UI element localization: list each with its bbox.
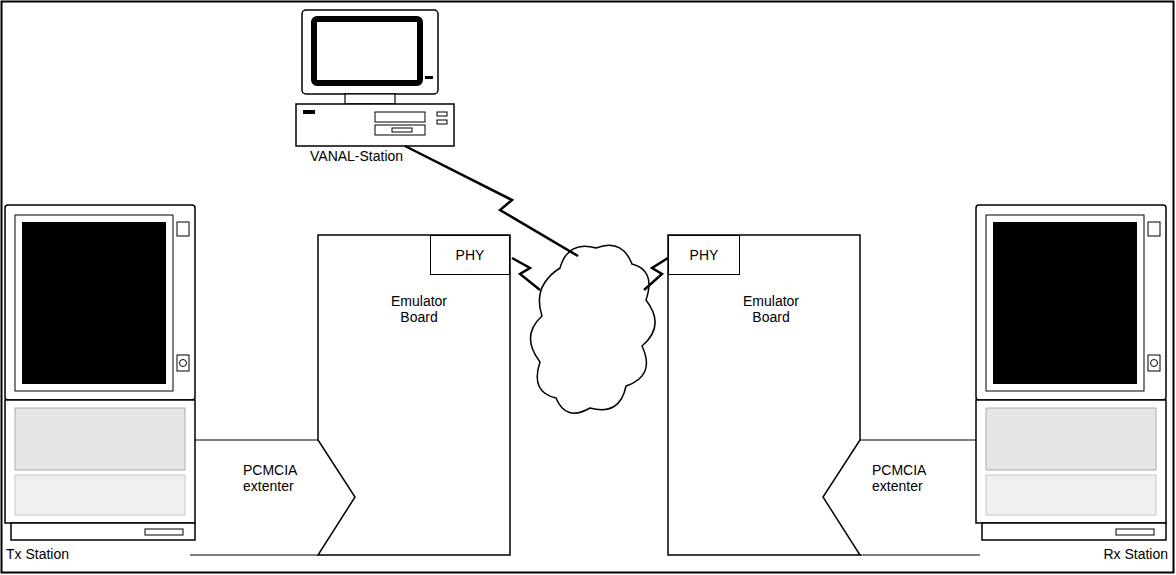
laptop-part — [986, 215, 1144, 391]
emulator-board: Emulator Board PHY — [318, 235, 510, 555]
laptop — [976, 205, 1166, 540]
laptop-part — [177, 355, 189, 371]
laptop-part — [5, 400, 195, 523]
laptop-part — [993, 222, 1137, 384]
connector-label: PCMCIA extenter — [243, 462, 305, 494]
phy-box: PHY — [430, 235, 510, 275]
laptop-part — [976, 205, 1166, 400]
laptop-part — [5, 205, 195, 400]
station-label: Rx Station — [1103, 546, 1168, 562]
laptop-part — [177, 222, 189, 236]
station-label: Tx Station — [6, 546, 69, 562]
laptop-part — [15, 408, 185, 470]
station-label: VANAL-Station — [310, 148, 403, 164]
laptop-part — [982, 523, 1166, 540]
laptop-part — [976, 400, 1166, 523]
laptop-part — [22, 222, 166, 384]
emulator-board: Emulator Board PHY — [668, 235, 860, 555]
laptop-part — [145, 529, 183, 535]
pcmcia-extender — [190, 440, 980, 555]
connector-label: PCMCIA extenter — [872, 462, 934, 494]
laptop-part — [180, 360, 187, 367]
laptop-part — [986, 408, 1156, 470]
network-cloud — [530, 245, 655, 413]
laptop-part — [11, 523, 195, 540]
phy-label: PHY — [456, 247, 485, 263]
laptop-part — [1116, 529, 1154, 535]
laptop-part — [1151, 360, 1158, 367]
board-label: Emulator Board — [728, 293, 814, 325]
laptop-part — [15, 475, 185, 515]
board-outline — [668, 235, 860, 555]
wireless-link — [512, 258, 540, 290]
phy-box: PHY — [668, 235, 740, 275]
laptop-part — [1148, 355, 1160, 371]
board-outline — [668, 235, 860, 555]
wireless-link — [644, 258, 668, 290]
laptop-part — [986, 475, 1156, 515]
laptop-part — [15, 215, 173, 391]
board-outline — [318, 235, 510, 555]
board-label: Emulator Board — [376, 293, 462, 325]
board-outline — [318, 235, 510, 555]
laptop-part — [1148, 222, 1160, 236]
desktop-computer — [296, 10, 454, 146]
laptop — [5, 205, 195, 540]
phy-label: PHY — [690, 247, 719, 263]
